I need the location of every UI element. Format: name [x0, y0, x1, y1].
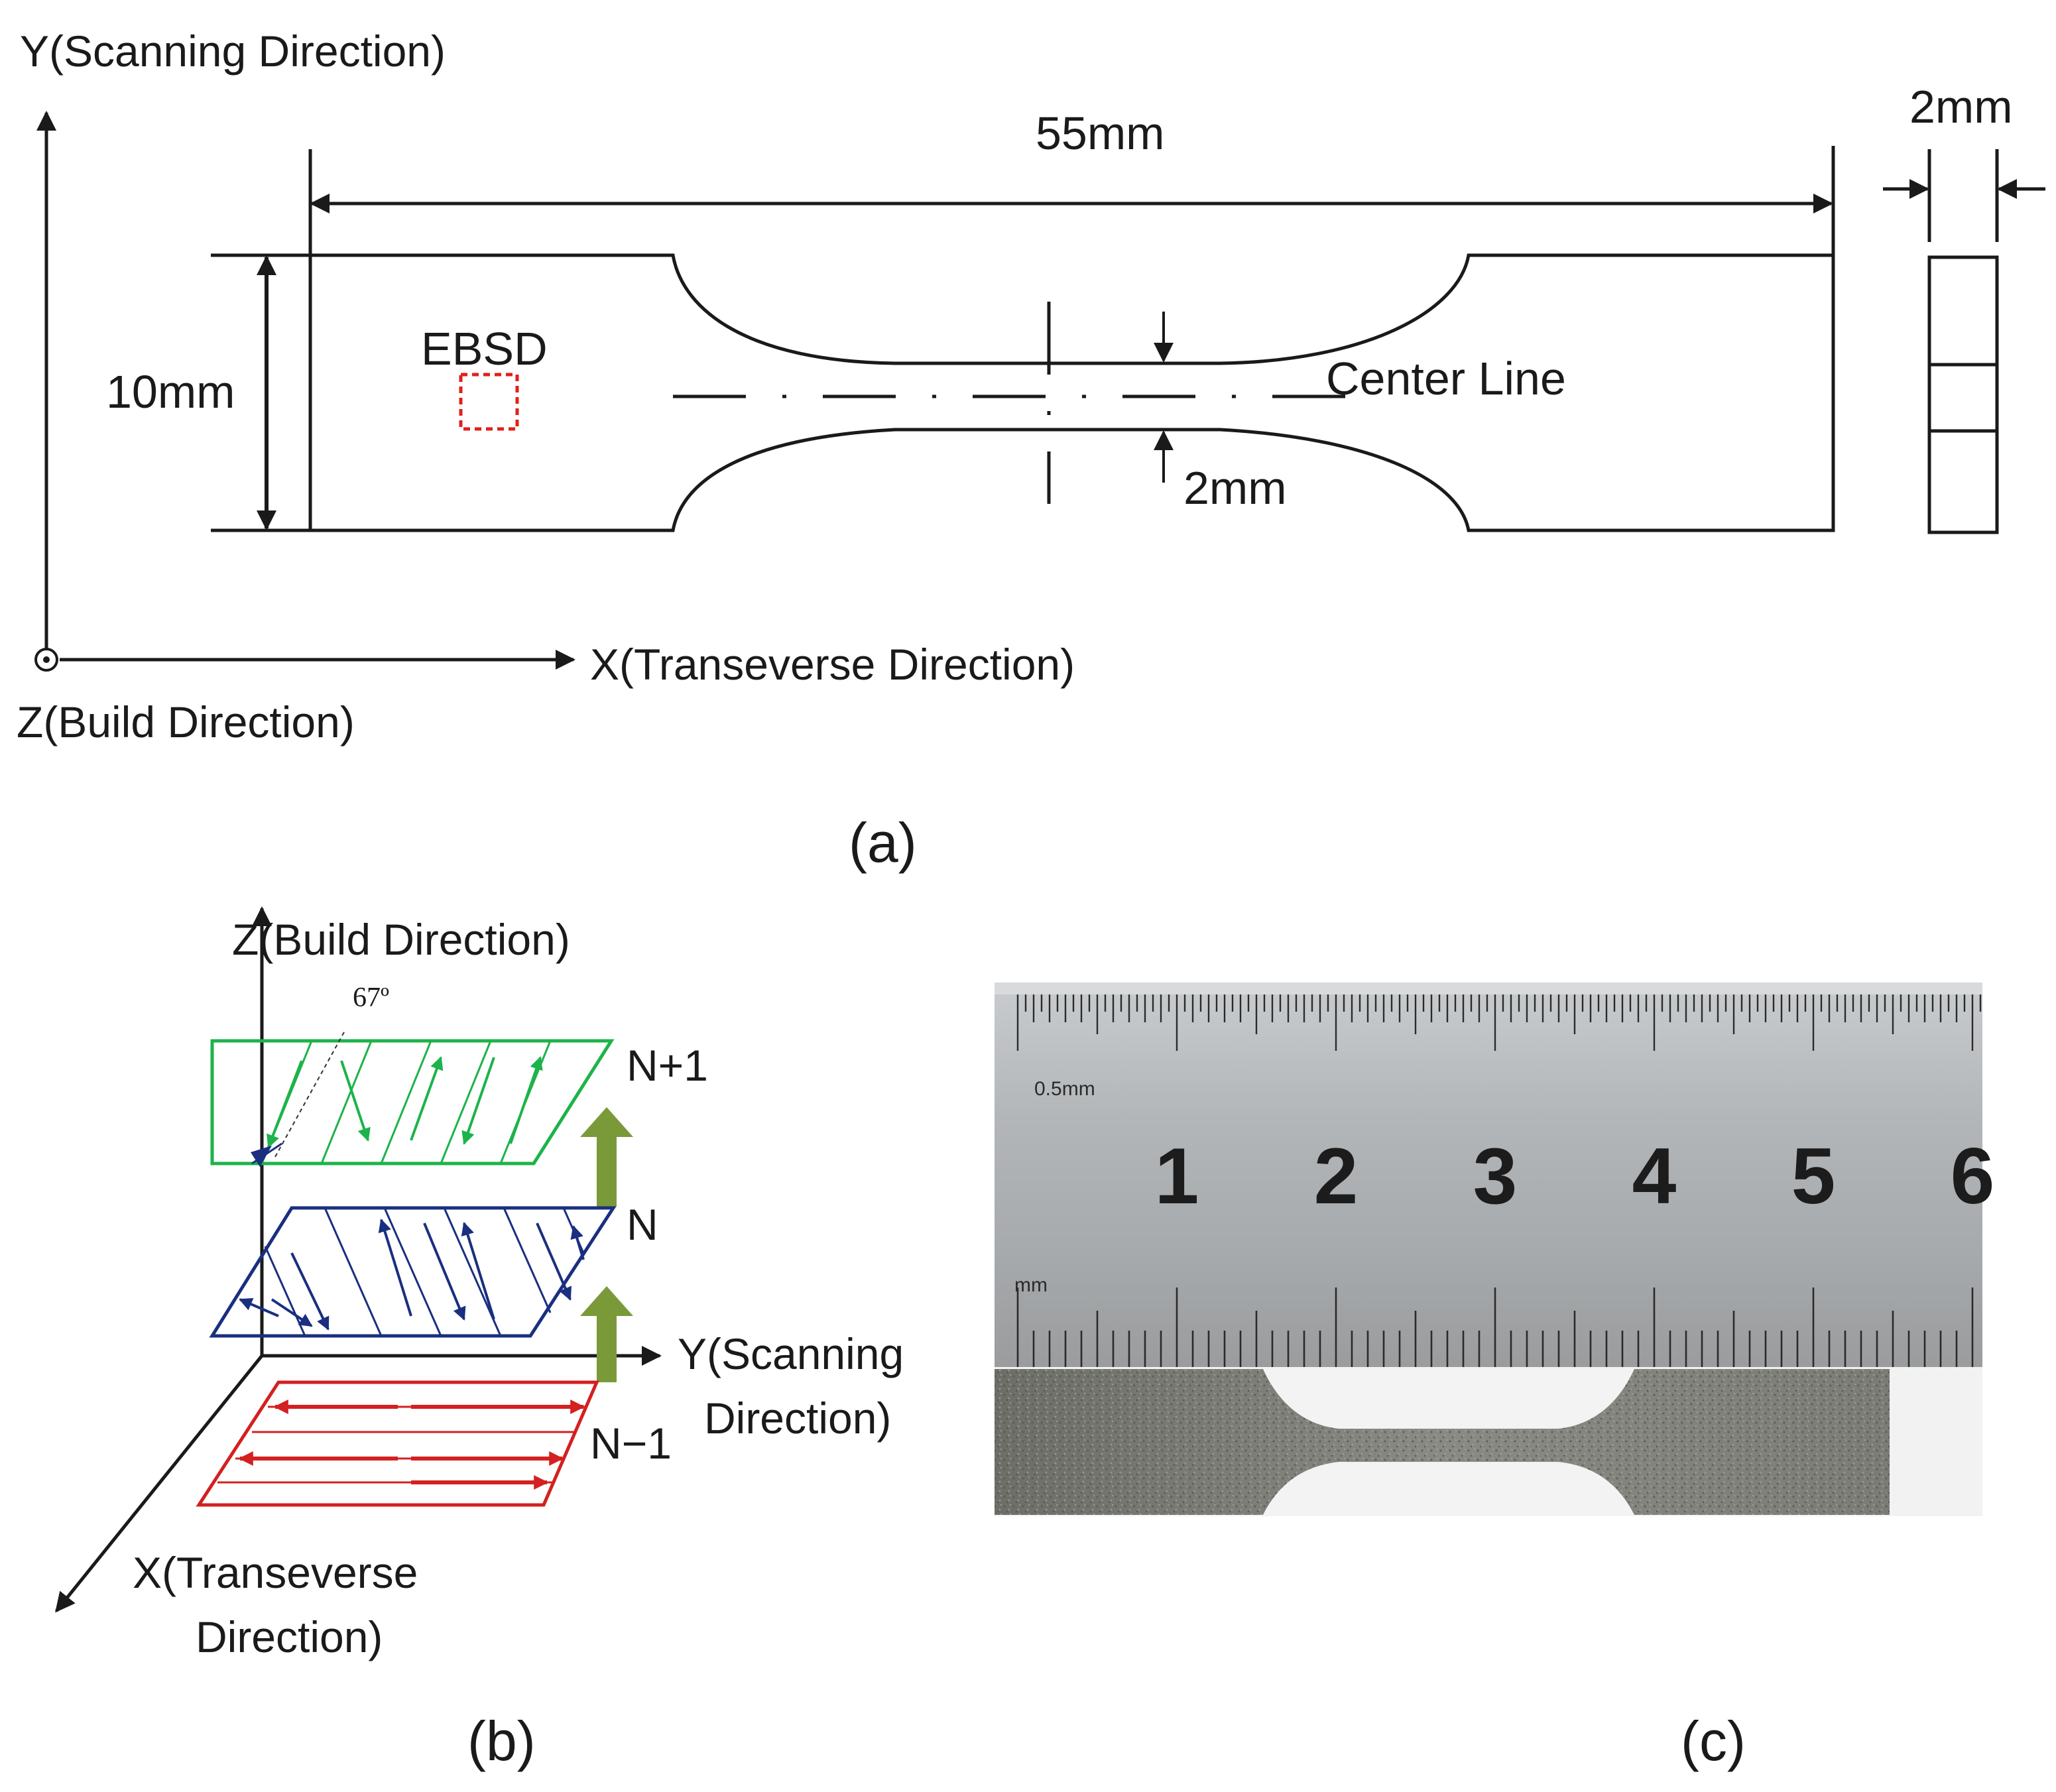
- ruler-number: 3: [1473, 1132, 1518, 1221]
- ruler-number: 4: [1632, 1132, 1677, 1221]
- layer-n-minus-1-label: N−1: [590, 1419, 672, 1468]
- ruler-number: 5: [1791, 1132, 1836, 1221]
- specimen-photo: [995, 1369, 1982, 1516]
- layer-n: [209, 1206, 617, 1338]
- layer-n-minus-1-arrows: [238, 1400, 585, 1490]
- layer-n-minus-1-hatch: [217, 1405, 586, 1484]
- ebsd-box: [459, 373, 519, 431]
- build-arrow-2-shaft: [597, 1315, 617, 1382]
- ruler-number: 1: [1155, 1132, 1199, 1221]
- layer-n-minus-1: [196, 1380, 599, 1507]
- layer-n-label: N: [627, 1200, 658, 1249]
- z-axis-label: Z(Build Direction): [17, 697, 355, 747]
- b-y-axis-label-1: Y(Scanning: [678, 1329, 904, 1378]
- ruler-ticks-bottom: [1016, 1287, 1974, 1367]
- panel-a: Y(Scanning Direction) X(Transeverse Dire…: [17, 27, 2045, 874]
- ruler-top-unit: 0.5mm: [1034, 1078, 1095, 1100]
- layer-n-plus-1: [210, 1039, 615, 1165]
- angle-arc: [251, 1142, 282, 1165]
- layer-n-plus-1-arrows: [267, 1056, 543, 1148]
- y-axis-label: Y(Scanning Direction): [20, 27, 446, 76]
- build-arrow-1-shaft: [597, 1135, 617, 1207]
- angle-label: 67º: [353, 983, 389, 1013]
- b-y-axis-label-2: Direction): [704, 1394, 891, 1443]
- b-x-axis-label-2: Direction): [196, 1612, 383, 1661]
- b-x-axis-arrow: [55, 1354, 263, 1613]
- ruler-bottom-unit: mm: [1014, 1274, 1048, 1296]
- ruler-edge: [995, 983, 1982, 994]
- ebsd-label: EBSD: [421, 323, 548, 375]
- z-axis-dot-icon: [43, 656, 50, 663]
- b-x-axis-label-1: X(Transeverse: [133, 1548, 418, 1597]
- ruler-number: 2: [1314, 1132, 1359, 1221]
- thickness-label: 2mm: [1909, 81, 2013, 133]
- width-label: 10mm: [106, 366, 235, 418]
- layer-n-plus-1-hatch: [261, 1040, 552, 1164]
- b-z-axis-label: Z(Build Direction): [232, 915, 570, 964]
- panel-c: 0.5mm mm 1 2 3 4 5 6 (c): [995, 983, 1994, 1772]
- x-axis-label: X(Transeverse Direction): [590, 640, 1075, 689]
- panel-b: Z(Build Direction) Y(Scanning Direction)…: [55, 906, 904, 1772]
- specimen-outline: [211, 253, 1835, 532]
- gauge-label: 2mm: [1183, 462, 1287, 514]
- side-view: [1927, 255, 1999, 534]
- angle-indicator-line: [274, 1030, 345, 1158]
- caption-c: (c): [1681, 1710, 1746, 1772]
- ruler-number: 6: [1951, 1132, 1995, 1221]
- layer-n-plus-1-label: N+1: [627, 1041, 708, 1090]
- ruler-numbers: 1 2 3 4 5 6: [1155, 1132, 1995, 1221]
- center-line-label: Center Line: [1326, 353, 1566, 404]
- caption-b: (b): [467, 1710, 536, 1772]
- ruler-ticks-top: [1016, 994, 1982, 1051]
- angle-arrow-icon: [251, 1146, 272, 1167]
- caption-a: (a): [849, 811, 917, 874]
- build-arrow-2: [580, 1286, 633, 1316]
- layer-n-hatch: [264, 1207, 585, 1337]
- length-label: 55mm: [1036, 107, 1164, 159]
- ruler: [995, 983, 1982, 1367]
- layer-n-arrows: [239, 1219, 585, 1331]
